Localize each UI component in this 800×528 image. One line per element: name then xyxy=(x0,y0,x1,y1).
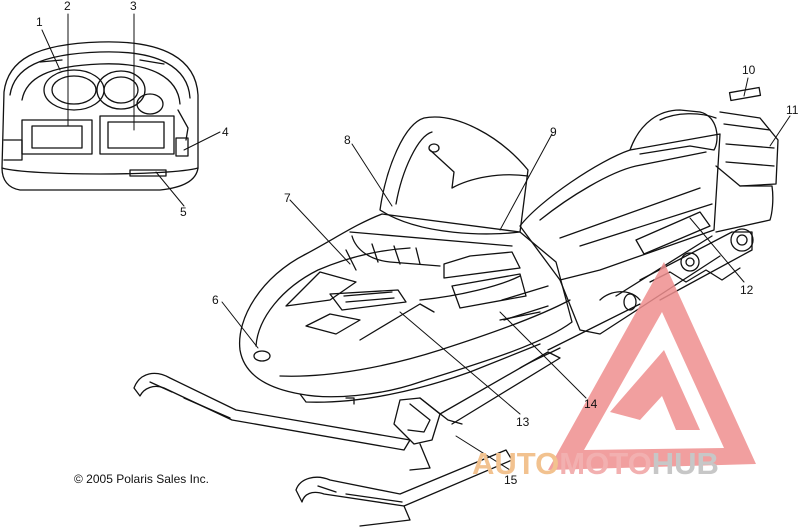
callout-1: 1 xyxy=(36,15,43,29)
watermark-hub: HUB xyxy=(651,446,719,481)
callout-11: 11 xyxy=(786,103,799,117)
callout-13: 13 xyxy=(516,415,530,429)
seat-and-rack xyxy=(501,86,779,335)
copyright-notice: © 2005 Polaris Sales Inc. xyxy=(74,472,209,486)
sled-body xyxy=(238,213,573,405)
callout-3: 3 xyxy=(130,0,137,13)
callout-2: 2 xyxy=(64,0,71,13)
watermark-logo xyxy=(548,262,756,470)
watermark-text: AUTOMOTOHUB xyxy=(472,446,719,482)
windshield xyxy=(379,116,529,235)
callout-14: 14 xyxy=(584,397,598,411)
callout-10: 10 xyxy=(742,63,756,77)
dashboard-inset xyxy=(1,41,199,191)
skis xyxy=(133,347,561,527)
leader-lines xyxy=(41,13,791,471)
callout-9: 9 xyxy=(550,125,557,139)
callout-6: 6 xyxy=(212,293,219,307)
watermark-auto: AUTO xyxy=(472,446,560,481)
callout-7: 7 xyxy=(284,191,291,205)
callout-4: 4 xyxy=(222,125,229,139)
callout-8: 8 xyxy=(344,133,351,147)
callout-12: 12 xyxy=(740,283,754,297)
callout-5: 5 xyxy=(180,205,187,219)
callout-15: 15 xyxy=(504,473,518,487)
watermark-moto: MOTO xyxy=(559,446,652,481)
